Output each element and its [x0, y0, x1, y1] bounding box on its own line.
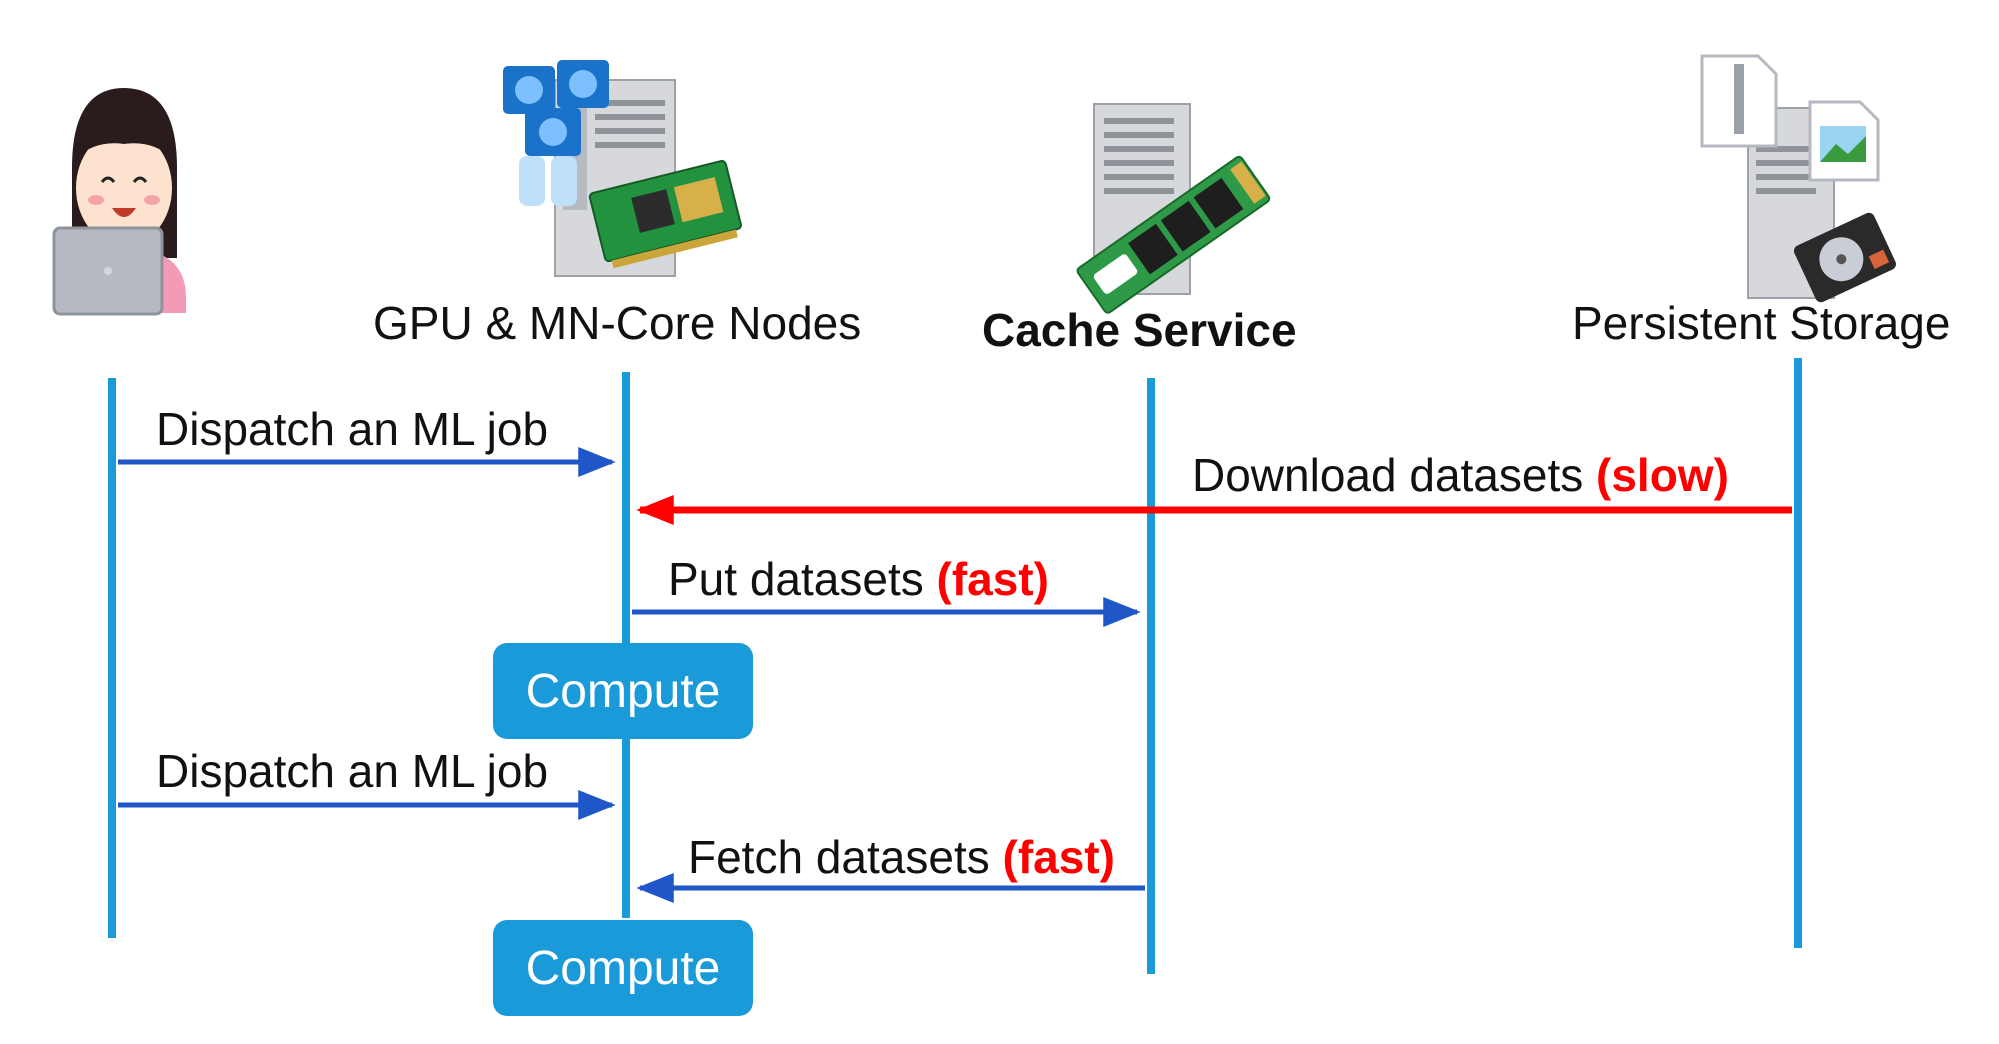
message-text: Fetch datasets [688, 831, 1003, 883]
message-label: Put datasets (fast) [668, 552, 1049, 606]
message-text: Dispatch an ML job [156, 745, 549, 797]
message-label: Fetch datasets (fast) [688, 830, 1115, 884]
woman-with-laptop-icon [52, 88, 186, 316]
speed-highlight: (fast) [1002, 831, 1115, 883]
speed-highlight: (slow) [1596, 449, 1729, 501]
message-text: Dispatch an ML job [156, 403, 549, 455]
actor-label-cache: Cache Service [982, 304, 1297, 356]
speed-highlight: (fast) [936, 553, 1049, 605]
gpu-server-icon [503, 60, 742, 277]
message-label: Dispatch an ML job [156, 402, 548, 456]
compute-box: Compute [493, 920, 753, 1016]
storage-server-icon [1700, 54, 1896, 303]
message-label: Dispatch an ML job [156, 744, 548, 798]
actor-label-nodes: GPU & MN-Core Nodes [373, 297, 862, 349]
message-text: Put datasets [668, 553, 937, 605]
message-text: Download datasets [1192, 449, 1597, 501]
actor-label-storage: Persistent Storage [1572, 297, 1951, 349]
compute-box: Compute [493, 643, 753, 739]
message-label: Download datasets (slow) [1192, 448, 1729, 502]
ssd-server-icon [1076, 103, 1271, 314]
